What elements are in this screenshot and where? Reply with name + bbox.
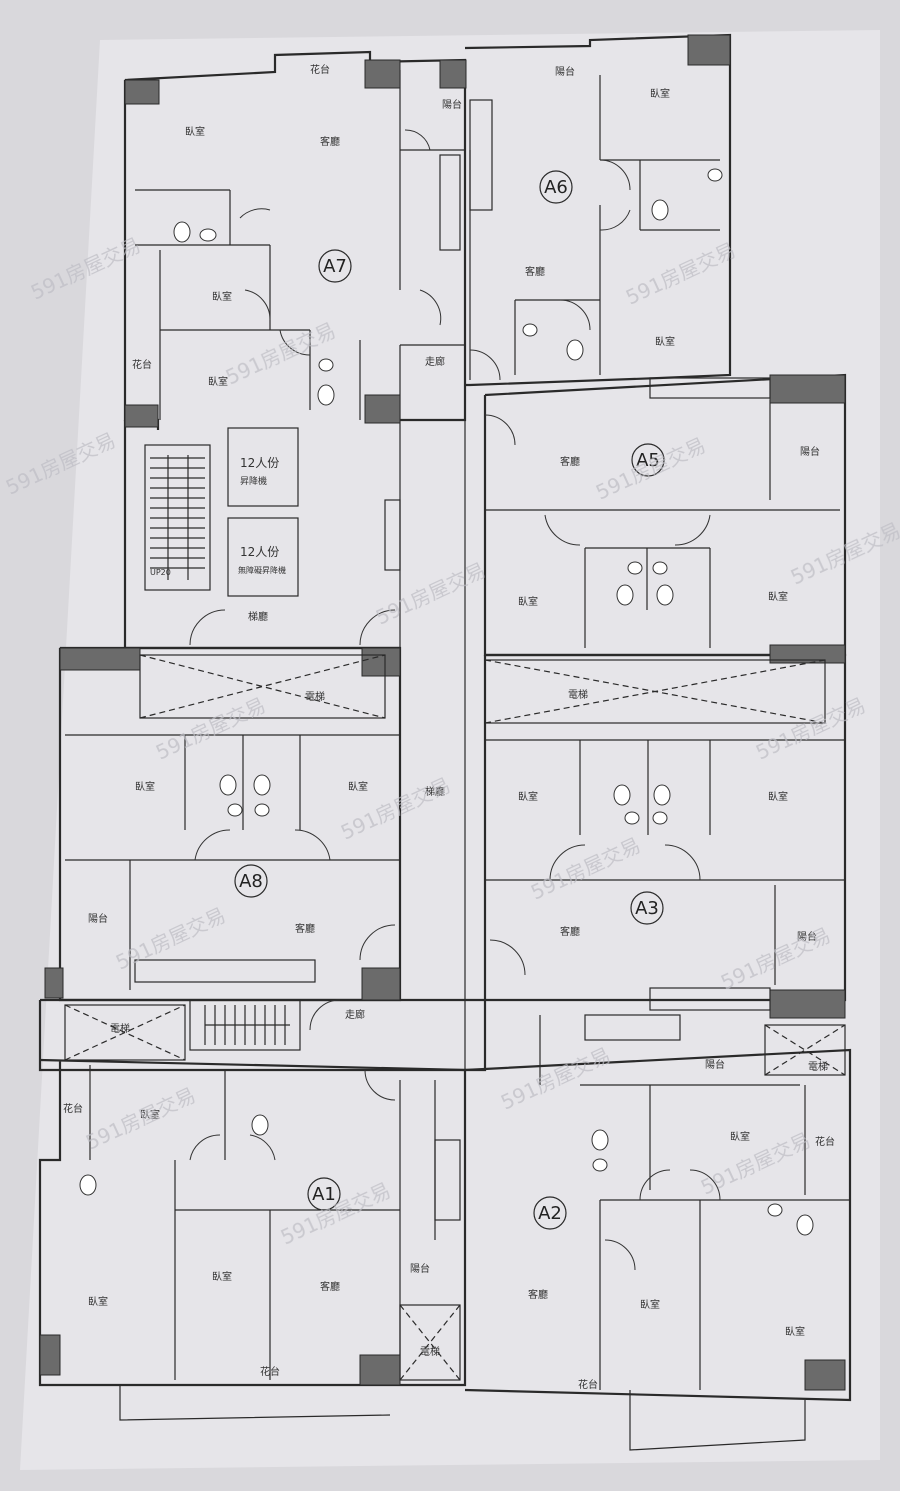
room-label: 臥室 xyxy=(640,1298,660,1311)
room-label: 電梯 xyxy=(808,1060,828,1073)
room-label: 臥室 xyxy=(655,335,675,348)
room-label: 臥室 xyxy=(212,290,232,303)
room-label: 客廳 xyxy=(295,922,315,935)
bathroom-fixtures xyxy=(79,168,814,1236)
elevator-2-type: 無障礙昇降機 xyxy=(238,565,286,575)
unit-tag-a1: A1 xyxy=(307,1177,341,1211)
room-labels: 臥室 客廳 花台 陽台 臥室 臥室 花台 走廊 陽台 臥室 客廳 臥室 客廳 陽… xyxy=(63,63,835,1391)
paper-sheet xyxy=(20,30,880,1470)
unit-label-a3: A3 xyxy=(635,898,659,919)
room-label: 臥室 xyxy=(212,1270,232,1283)
elevator-1-capacity: 12人份 xyxy=(240,456,279,470)
room-label: 花台 xyxy=(310,63,330,76)
room-label: 臥室 xyxy=(88,1295,108,1308)
room-label: 花台 xyxy=(132,358,152,371)
structural-columns xyxy=(39,34,846,1391)
unit-label-a5: A5 xyxy=(636,450,660,471)
room-label: 臥室 xyxy=(348,780,368,793)
room-label: 陽台 xyxy=(442,98,462,111)
elevator-1-type: 昇降機 xyxy=(240,475,267,487)
unit-tags: A7 A6 A5 A8 A3 A1 A2 xyxy=(234,170,665,1230)
room-label: 陽台 xyxy=(555,65,575,78)
room-label: 客廳 xyxy=(525,265,545,278)
room-label: 陽台 xyxy=(705,1058,725,1071)
room-label: 臥室 xyxy=(140,1108,160,1121)
room-label: 走廊 xyxy=(425,355,445,368)
room-label: 電梯 xyxy=(110,1022,130,1035)
room-label: 臥室 xyxy=(768,590,788,603)
room-label: 臥室 xyxy=(518,595,538,608)
room-label: 花台 xyxy=(578,1378,598,1391)
room-label: 臥室 xyxy=(768,790,788,803)
room-label: 臥室 xyxy=(518,790,538,803)
room-label: 花台 xyxy=(815,1135,835,1148)
unit-tag-a2: A2 xyxy=(533,1196,567,1230)
room-label: 客廳 xyxy=(320,135,340,148)
unit-tag-a8: A8 xyxy=(234,864,268,898)
room-label: 臥室 xyxy=(785,1325,805,1338)
unit-label-a1: A1 xyxy=(312,1184,336,1205)
room-label: 臥室 xyxy=(650,87,670,100)
room-label: 電梯 xyxy=(420,1345,440,1358)
interior-walls xyxy=(65,70,850,1390)
room-label: 梯廳 xyxy=(425,785,445,798)
unit-tag-a3: A3 xyxy=(630,891,664,925)
room-label: 客廳 xyxy=(320,1280,340,1293)
outer-walls xyxy=(38,33,852,1451)
stair-note: UP20 xyxy=(150,568,171,577)
room-label: 陽台 xyxy=(410,1262,430,1275)
stair-treads xyxy=(150,457,286,1045)
elevator-shafts xyxy=(227,427,401,597)
room-label: 電梯 xyxy=(305,690,325,703)
room-label: 臥室 xyxy=(185,125,205,138)
unit-tag-a5: A5 xyxy=(631,443,665,477)
room-label: 電梯 xyxy=(568,688,588,701)
room-label: 臥室 xyxy=(135,780,155,793)
unit-label-a2: A2 xyxy=(538,1203,562,1224)
unit-label-a7: A7 xyxy=(323,256,347,277)
room-label: 陽台 xyxy=(88,912,108,925)
elevator-labels: 12人份 昇降機 12人份 無障礙昇降機 UP20 xyxy=(150,456,286,577)
room-label: 臥室 xyxy=(730,1130,750,1143)
room-label: 走廊 xyxy=(345,1008,365,1021)
room-label: 花台 xyxy=(260,1365,280,1378)
room-label: 陽台 xyxy=(797,930,817,943)
room-label: 臥室 xyxy=(208,375,228,388)
unit-tag-a6: A6 xyxy=(539,170,573,204)
room-label: 花台 xyxy=(63,1102,83,1115)
kitchen-counters xyxy=(134,99,771,1221)
unit-label-a8: A8 xyxy=(239,871,263,892)
room-label: 客廳 xyxy=(560,455,580,468)
room-label: 客廳 xyxy=(528,1288,548,1301)
doors xyxy=(189,129,721,1271)
room-label: 陽台 xyxy=(800,445,820,458)
unit-label-a6: A6 xyxy=(544,177,568,198)
room-label: 客廳 xyxy=(560,925,580,938)
elevator-2-capacity: 12人份 xyxy=(240,545,279,559)
room-label: 梯廳 xyxy=(248,610,268,623)
shaft-voids xyxy=(64,654,846,1381)
unit-tag-a7: A7 xyxy=(318,249,352,283)
